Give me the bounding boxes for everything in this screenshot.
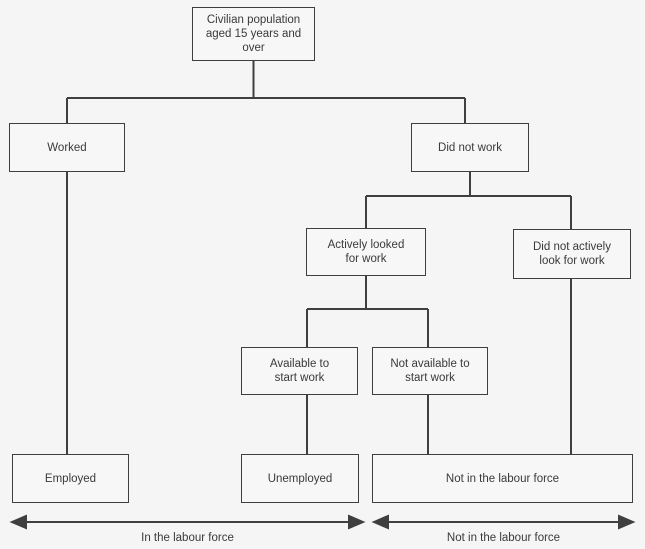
node-not-available-to-start-work[interactable]: Not available to start work bbox=[372, 347, 488, 395]
arrow-not-in-labour-force-right-head bbox=[618, 514, 636, 530]
node-not-in-the-labour-force[interactable]: Not in the labour force bbox=[372, 454, 633, 503]
node-did-not-work[interactable]: Did not work bbox=[411, 123, 529, 172]
bracket-label-in-labour-force: In the labour force bbox=[141, 532, 234, 544]
node-employed[interactable]: Employed bbox=[12, 454, 129, 503]
node-actively-looked-for-work[interactable]: Actively looked for work bbox=[306, 228, 426, 276]
node-available-to-start-work[interactable]: Available to start work bbox=[241, 347, 358, 395]
arrow-in-labour-force-right-head bbox=[348, 514, 366, 530]
bracket-label-not-in-labour-force: Not in the labour force bbox=[446, 532, 561, 544]
node-unemployed[interactable]: Unemployed bbox=[241, 454, 359, 503]
arrow-in-labour-force-left-head bbox=[9, 514, 27, 530]
node-did-not-actively-look-for-work[interactable]: Did not actively look for work bbox=[513, 229, 631, 279]
node-worked[interactable]: Worked bbox=[9, 123, 125, 172]
arrow-not-in-labour-force-left-head bbox=[371, 514, 389, 530]
node-population[interactable]: Civilian population aged 15 years and ov… bbox=[192, 7, 315, 61]
